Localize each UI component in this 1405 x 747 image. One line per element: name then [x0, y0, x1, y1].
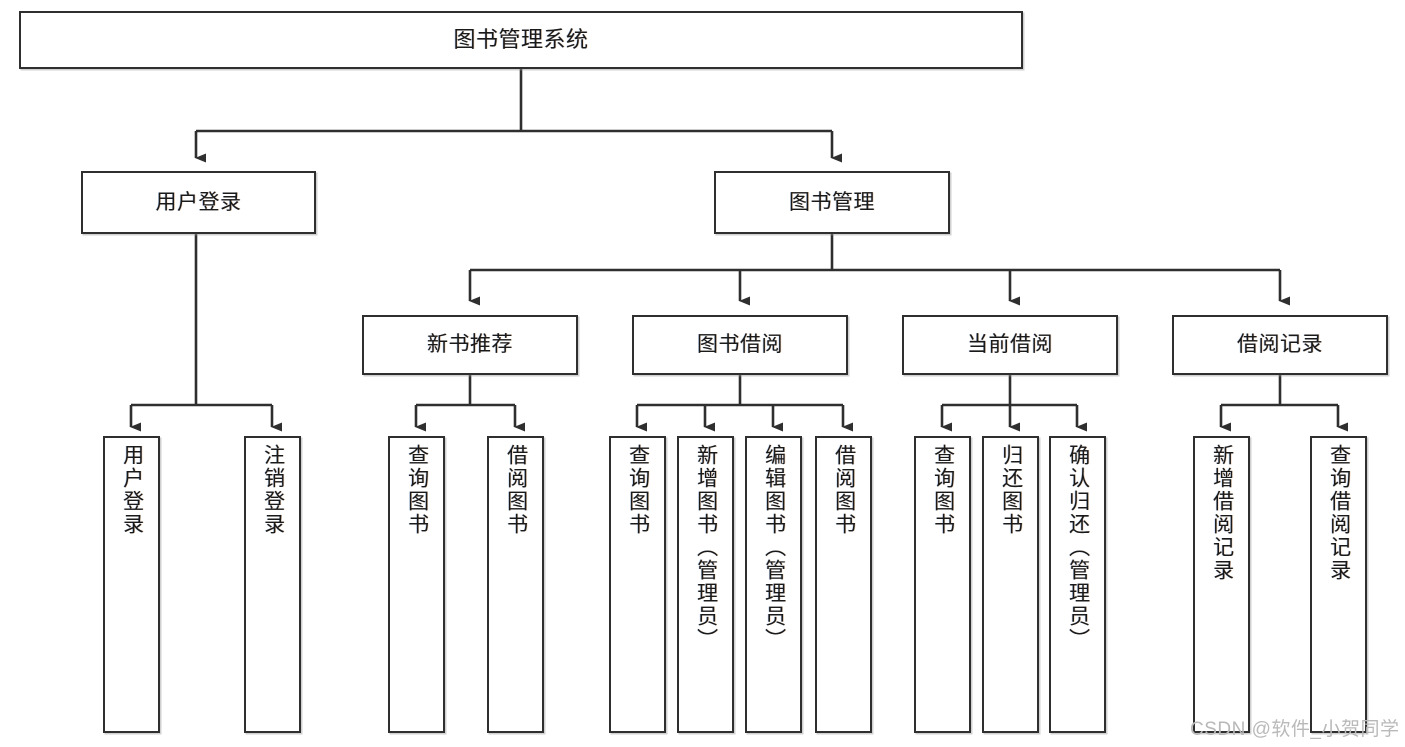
node-label: 确认归还（管理员）: [1066, 444, 1090, 651]
leaf-add-borrow-record[interactable]: 新增借阅记录: [1193, 436, 1250, 733]
node-label: 借阅图书: [832, 444, 856, 536]
node-label: 借阅记录: [1237, 333, 1323, 357]
node-book-borrow[interactable]: 图书借阅: [632, 315, 848, 375]
leaf-user-login[interactable]: 用户登录: [103, 436, 160, 733]
node-label: 归还图书: [999, 444, 1023, 536]
node-label: 当前借阅: [967, 333, 1053, 357]
leaf-query-borrow-record[interactable]: 查询借阅记录: [1310, 436, 1367, 733]
node-root-book-management-system[interactable]: 图书管理系统: [19, 11, 1023, 69]
leaf-user-logout[interactable]: 注销登录: [244, 436, 301, 733]
leaf-query-book-current[interactable]: 查询图书: [914, 436, 971, 733]
node-label: 新增借阅记录: [1210, 444, 1234, 582]
leaf-borrow-book[interactable]: 借阅图书: [815, 436, 872, 733]
node-label: 查询图书: [931, 444, 955, 536]
leaf-edit-book-admin[interactable]: 编辑图书（管理员）: [745, 436, 802, 733]
node-borrow-record[interactable]: 借阅记录: [1172, 315, 1388, 375]
node-user-login[interactable]: 用户登录: [81, 171, 316, 234]
node-label: 查询图书: [405, 444, 429, 536]
node-label: 新增图书（管理员）: [694, 444, 718, 651]
leaf-query-book-recommend[interactable]: 查询图书: [388, 436, 445, 733]
leaf-return-book[interactable]: 归还图书: [982, 436, 1039, 733]
node-label: 用户登录: [155, 190, 242, 214]
node-label: 编辑图书（管理员）: [762, 444, 786, 651]
node-book-management[interactable]: 图书管理: [714, 171, 950, 234]
node-label: 用户登录: [120, 444, 144, 536]
node-label: 查询借阅记录: [1327, 444, 1351, 582]
node-label: 图书管理: [789, 190, 875, 214]
leaf-add-book-admin[interactable]: 新增图书（管理员）: [677, 436, 734, 733]
node-label: 注销登录: [261, 444, 285, 536]
node-label: 借阅图书: [504, 444, 528, 536]
node-new-book-recommend[interactable]: 新书推荐: [362, 315, 578, 375]
node-label: 图书借阅: [697, 333, 783, 357]
leaf-query-book-borrow[interactable]: 查询图书: [609, 436, 666, 733]
leaf-borrow-book-recommend[interactable]: 借阅图书: [487, 436, 544, 733]
node-current-borrow[interactable]: 当前借阅: [902, 315, 1118, 375]
node-label: 图书管理系统: [453, 26, 589, 52]
node-label: 查询图书: [626, 444, 650, 536]
csdn-watermark: CSDN @软件_小贺同学: [1190, 719, 1400, 740]
leaf-confirm-return-admin[interactable]: 确认归还（管理员）: [1049, 436, 1106, 733]
node-label: 新书推荐: [427, 333, 513, 357]
